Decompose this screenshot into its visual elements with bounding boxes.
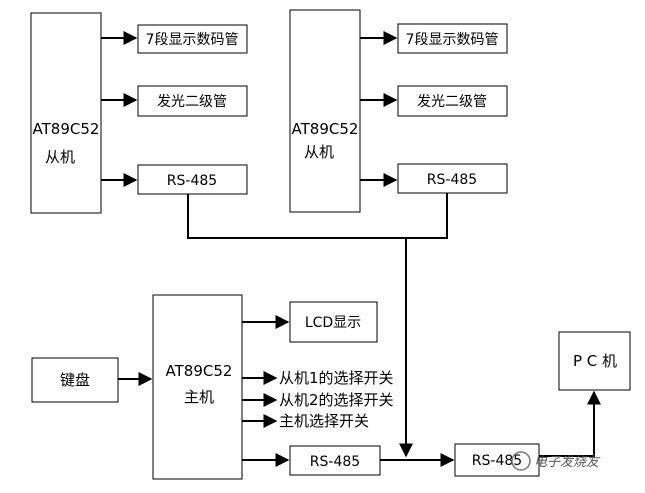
slave1-role-label: 从机 <box>45 148 75 166</box>
watermark: 电子发烧友 <box>511 451 601 471</box>
slave1-mcu-label: AT89C52 <box>33 120 100 138</box>
slave2-mcu-label: AT89C52 <box>292 120 359 138</box>
slave2-rs485-label: RS-485 <box>427 172 477 188</box>
slave1-rs485-label: RS-485 <box>167 173 217 189</box>
switch3-label: 主机选择开关 <box>279 412 369 430</box>
rs485-bus <box>187 193 448 458</box>
pc-group: RS-485 P C 机 <box>380 331 631 477</box>
lcd-label: LCD显示 <box>305 315 361 331</box>
slave1-led-label: 发光二级管 <box>157 94 227 110</box>
watermark-text: 电子发烧友 <box>534 455 601 470</box>
keyboard-label: 键盘 <box>60 371 90 389</box>
slave2-mcu-box <box>289 9 361 213</box>
slave1-mcu-box <box>30 12 102 214</box>
slave1-group: AT89C52 从机 7段显示数码管 发光二级管 RS-485 <box>30 12 248 214</box>
lcd-box <box>289 301 378 343</box>
switch1-label: 从机1的选择开关 <box>279 369 394 387</box>
master-role-label: 主机 <box>184 388 214 406</box>
slave2-led-label: 发光二级管 <box>417 94 487 110</box>
pc-box <box>558 331 631 391</box>
slave1-led-box <box>137 85 248 117</box>
slave1-7seg-label: 7段显示数码管 <box>146 32 239 48</box>
pc-label: P C 机 <box>573 352 617 370</box>
slave1-rs485-box <box>137 164 248 195</box>
pc-rs485-label: RS-485 <box>472 453 522 469</box>
slave2-7seg-box <box>397 23 508 54</box>
switch2-label: 从机2的选择开关 <box>279 391 394 409</box>
slave2-role-label: 从机 <box>304 143 334 161</box>
pc-uplink-arrow <box>539 390 601 457</box>
slave1-7seg-box <box>137 24 248 54</box>
keyboard-box <box>31 357 119 403</box>
master-group: 键盘 AT89C52 主机 LCD显示 从机1的选择开关 从机2的选择开关 主机… <box>31 294 394 480</box>
watermark-logo-icon <box>511 451 531 471</box>
slave2-led-box <box>397 85 508 117</box>
bus-horizontal-line <box>187 193 448 239</box>
slave2-rs485-box <box>397 163 508 194</box>
master-mcu-label: AT89C52 <box>166 362 233 380</box>
slave2-group: AT89C52 从机 7段显示数码管 发光二级管 RS-485 <box>289 9 508 213</box>
master-rs485-label: RS-485 <box>310 454 360 470</box>
pc-rs485-box <box>454 443 540 477</box>
slave2-7seg-label: 7段显示数码管 <box>406 32 499 48</box>
master-mcu-box <box>152 294 243 480</box>
